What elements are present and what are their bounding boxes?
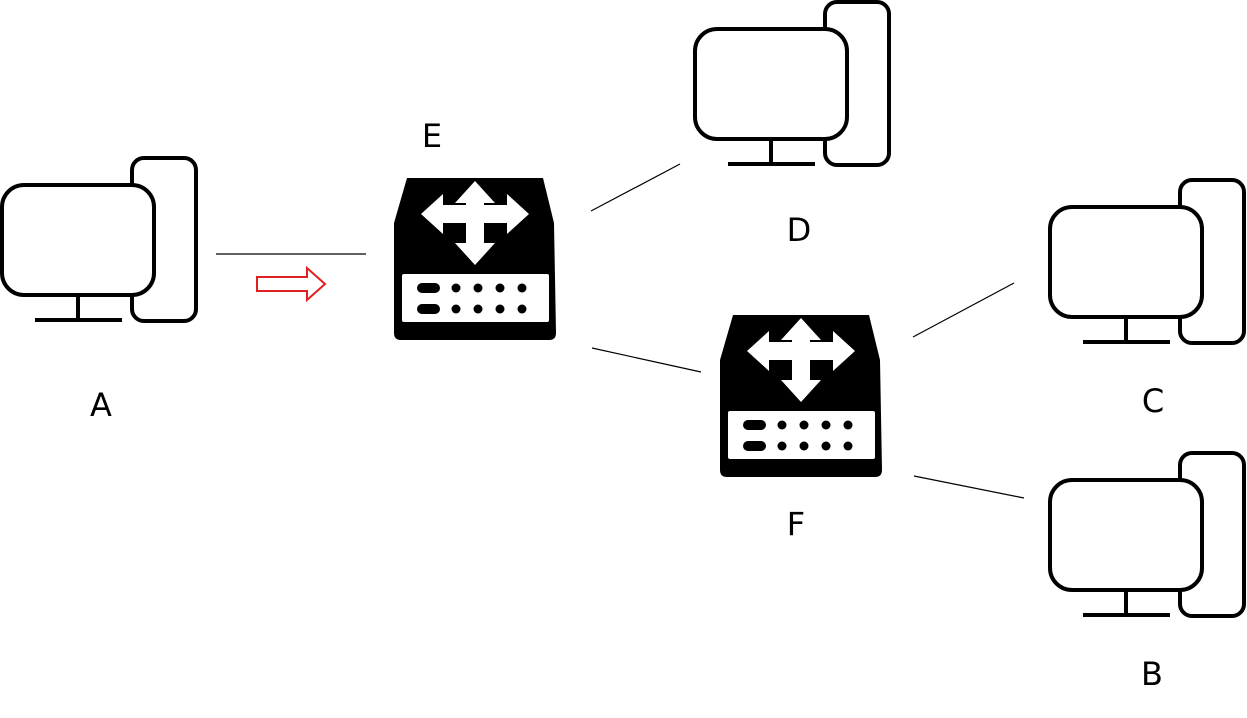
node-c-label: C xyxy=(1142,382,1164,420)
desktop-computer-icon xyxy=(1048,178,1246,345)
node-b: B xyxy=(1048,451,1246,693)
node-e-label: E xyxy=(422,117,442,155)
node-c: C xyxy=(1048,178,1246,420)
right-arrow-icon xyxy=(256,265,327,303)
router-icon xyxy=(720,315,882,477)
link-e-f xyxy=(591,347,702,373)
node-d: D xyxy=(693,0,891,249)
link-e-d xyxy=(590,163,681,212)
node-a-label: A xyxy=(90,386,112,424)
desktop-computer-icon xyxy=(693,0,891,167)
link-f-c xyxy=(912,282,1015,338)
node-f: F xyxy=(720,315,882,543)
node-d-label: D xyxy=(787,211,812,249)
node-b-label: B xyxy=(1141,655,1163,693)
link-f-b xyxy=(913,475,1025,499)
desktop-computer-icon xyxy=(0,156,198,323)
node-e: E xyxy=(394,117,556,340)
router-icon xyxy=(394,178,556,340)
desktop-computer-icon xyxy=(1048,451,1246,618)
node-a: A xyxy=(0,156,198,424)
node-f-label: F xyxy=(787,505,805,543)
